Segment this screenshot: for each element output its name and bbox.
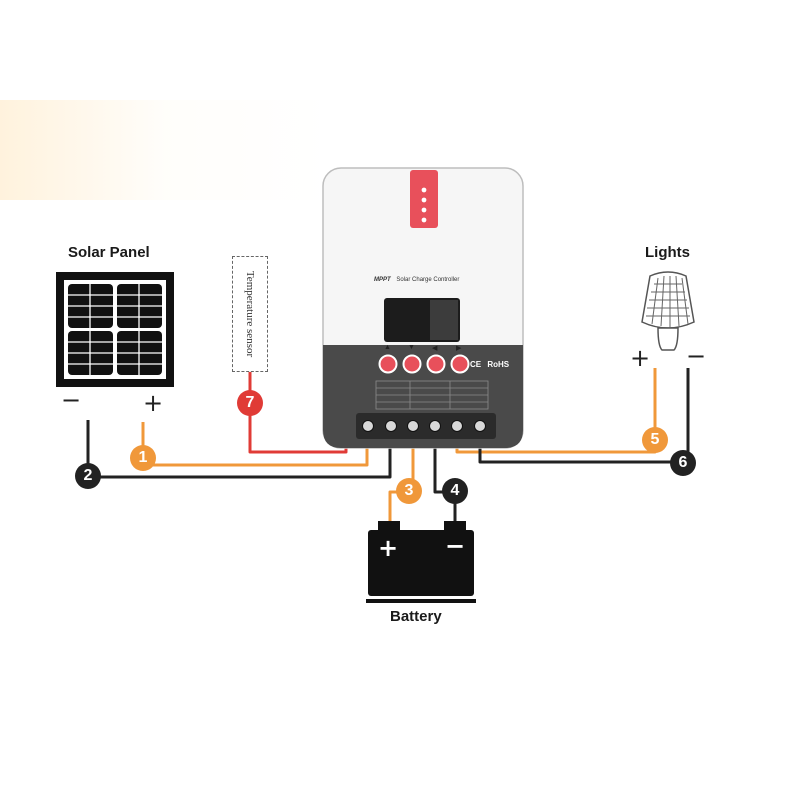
badge-3: 3 (396, 478, 422, 504)
temperature-sensor: Temperature sensor (232, 256, 268, 372)
controller-brand: MPPT Solar Charge Controller (374, 277, 459, 283)
temperature-sensor-label: Temperature sensor (244, 270, 256, 358)
badge-5: 5 (642, 427, 668, 453)
lights-minus-sign: − (686, 342, 707, 370)
button-down-symbol: ▼ (408, 344, 415, 351)
battery-label: Battery (390, 608, 442, 625)
badge-4: 4 (442, 478, 468, 504)
lights-label: Lights (645, 244, 690, 261)
controller-buttons (378, 354, 470, 374)
battery-minus-sign: − (445, 532, 466, 560)
ce-mark: CE (470, 360, 482, 369)
button-left-symbol: ◀ (432, 345, 438, 352)
wire-2-solar-negative (86, 420, 392, 479)
solar-minus-sign: − (61, 386, 82, 414)
rohs-mark: RoHS (487, 360, 510, 369)
solar-panel-icon (56, 272, 174, 387)
certification-marks: CE RoHS (470, 360, 509, 369)
spec-table (375, 380, 489, 410)
badge-6: 6 (670, 450, 696, 476)
background-glow (0, 100, 330, 200)
badge-2: 2 (75, 463, 101, 489)
button-up-symbol: ▲ (384, 344, 391, 351)
controller-brand-text: MPPT (374, 277, 391, 283)
lights-plus-sign: + (630, 344, 651, 372)
terminal-block (356, 413, 496, 439)
battery-icon (366, 521, 476, 603)
solar-panel-label: Solar Panel (68, 244, 150, 261)
button-right-symbol: ▶ (456, 345, 462, 352)
badge-7: 7 (237, 390, 263, 416)
charge-controller (322, 167, 524, 449)
battery-plus-sign: + (378, 534, 399, 562)
light-fixture-icon (641, 271, 695, 351)
solar-plus-sign: + (143, 389, 164, 417)
badge-1: 1 (130, 445, 156, 471)
controller-subtitle: Solar Charge Controller (396, 277, 460, 283)
